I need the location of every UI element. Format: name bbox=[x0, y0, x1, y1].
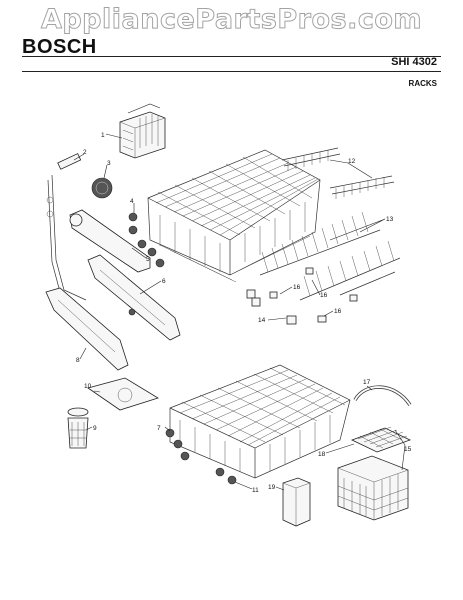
callout-13: 13 bbox=[386, 216, 394, 223]
cup-shelf-tines bbox=[281, 147, 395, 199]
upper-rack bbox=[147, 149, 321, 283]
callout-9: 9 bbox=[93, 425, 97, 432]
callout-17: 17 bbox=[363, 379, 371, 386]
callout-1: 1 bbox=[101, 132, 105, 139]
callout-16a: 16 bbox=[293, 284, 301, 291]
silverware-basket-large bbox=[337, 455, 409, 521]
callout-19: 19 bbox=[268, 484, 276, 491]
callout-5: 5 bbox=[146, 256, 150, 263]
basket-lid-grid bbox=[350, 426, 412, 453]
callout-4: 4 bbox=[130, 198, 134, 205]
rack-wheels-upper bbox=[128, 212, 165, 268]
rack-handle bbox=[353, 385, 412, 407]
header-rule-top bbox=[22, 56, 441, 57]
callout-18: 18 bbox=[318, 451, 326, 458]
callout-10: 10 bbox=[84, 383, 92, 390]
callout-11: 11 bbox=[252, 487, 259, 494]
callout-3: 3 bbox=[107, 160, 111, 167]
silverware-basket-small bbox=[119, 103, 166, 159]
small-item-bin bbox=[282, 477, 311, 527]
callout-7: 7 bbox=[157, 425, 161, 432]
lower-spray-arm bbox=[45, 287, 129, 371]
spray-arm bbox=[87, 254, 181, 341]
section-title: RACKS bbox=[408, 79, 437, 88]
header-rule-middle bbox=[22, 71, 441, 72]
callout-2: 2 bbox=[83, 149, 87, 156]
callout-8: 8 bbox=[76, 357, 80, 364]
callout-16b: 16 bbox=[320, 292, 328, 299]
fold-down-tines bbox=[259, 211, 401, 301]
callout-labels: 1 2 3 4 5 6 8 9 10 11 12 13 14 15 16 16 … bbox=[76, 132, 412, 494]
callout-6: 6 bbox=[162, 278, 166, 285]
callout-12: 12 bbox=[348, 158, 356, 165]
upper-spray-arm bbox=[69, 209, 151, 273]
callout-14: 14 bbox=[258, 317, 266, 324]
callout-16c: 16 bbox=[334, 308, 342, 315]
rack-wheels-lower bbox=[165, 428, 237, 485]
callout-15: 15 bbox=[404, 446, 412, 453]
model-number: SHI 4302 bbox=[391, 56, 437, 68]
watermark: AppliancePartsPros.com bbox=[40, 4, 423, 36]
micro-filter bbox=[67, 407, 89, 449]
tine-clips bbox=[246, 267, 358, 325]
filter-disk bbox=[91, 177, 113, 199]
feed-tube bbox=[46, 153, 87, 301]
lower-rack bbox=[169, 364, 351, 479]
leader-lines bbox=[73, 133, 406, 491]
brand-logo: BOSCH bbox=[22, 36, 97, 58]
filter-plate bbox=[87, 377, 159, 411]
